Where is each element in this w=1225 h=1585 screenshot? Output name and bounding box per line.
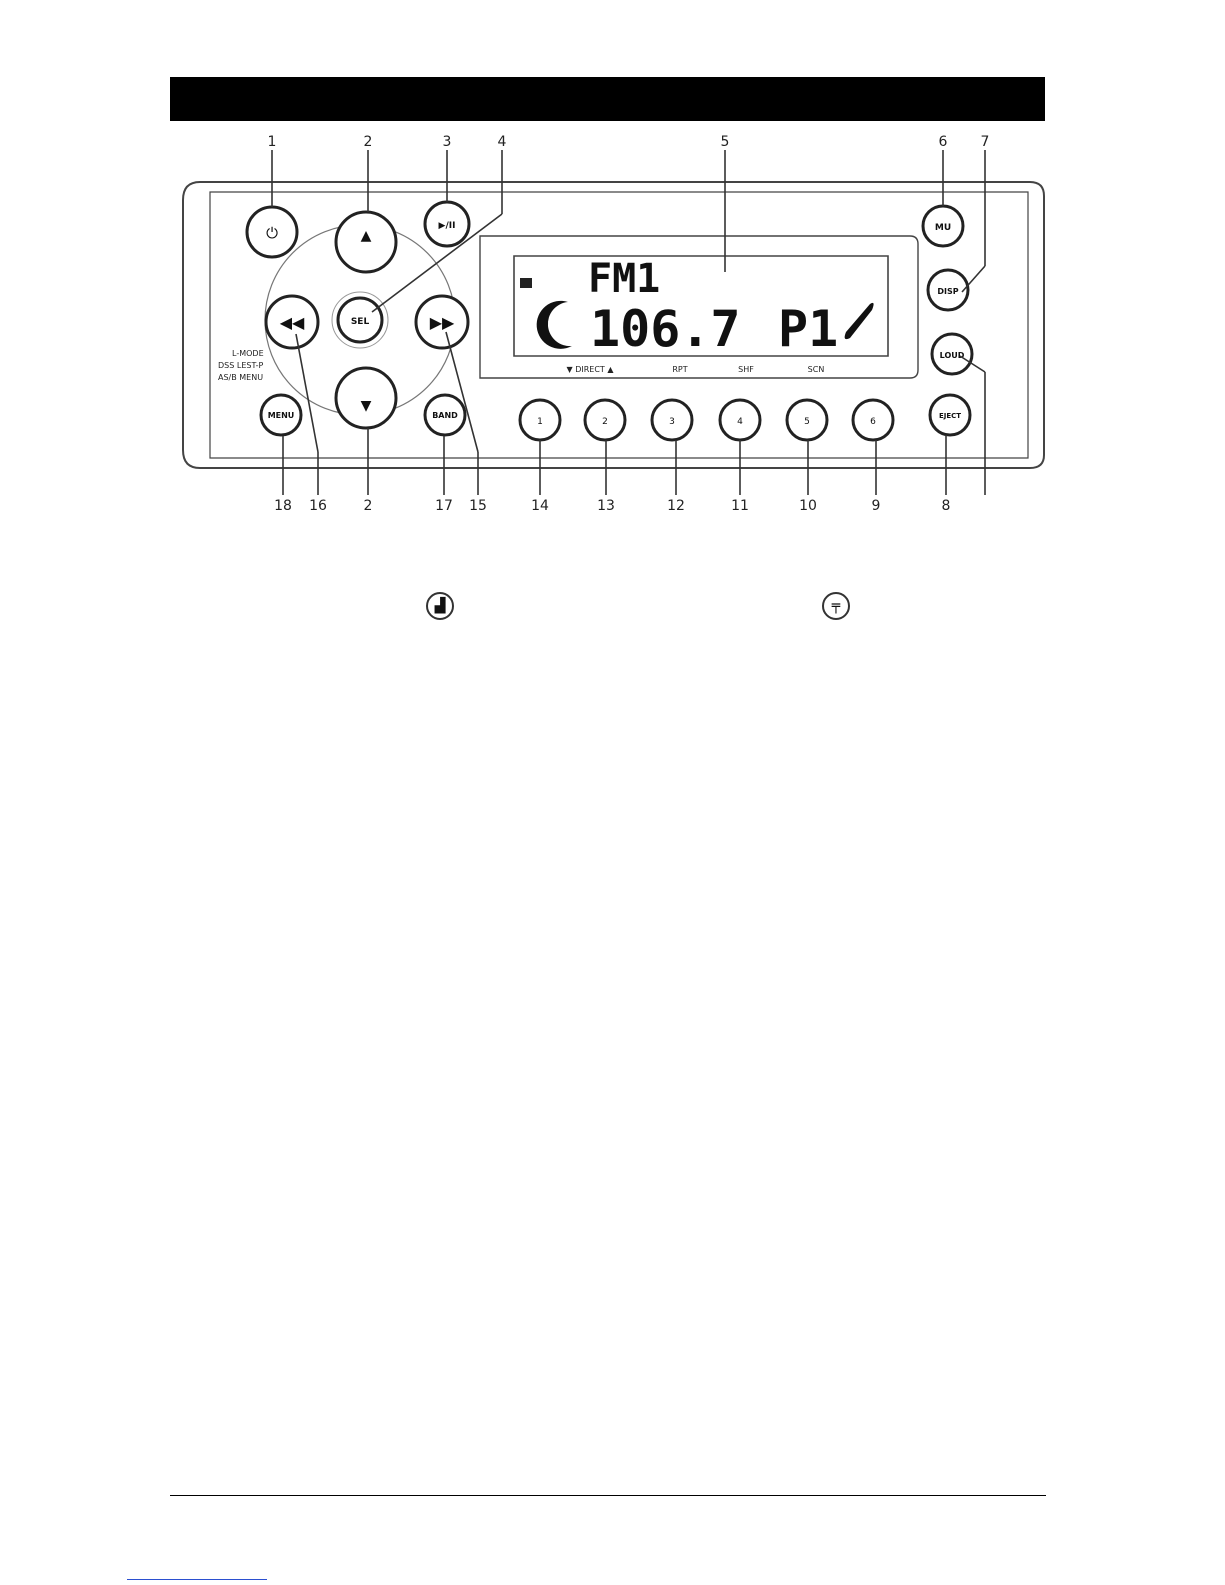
lcd-indicator-icon (520, 278, 532, 288)
disc-indicator-icon (845, 303, 874, 339)
callout-13: 13 (597, 498, 615, 514)
callout-17: 17 (435, 498, 453, 514)
label-asb-menu: AS/B MENU (218, 373, 263, 382)
preset-4-label: 4 (737, 417, 743, 427)
callout-18: 18 (274, 498, 292, 514)
eject-button-label: EJECT (939, 412, 961, 420)
preset-2-label: 2 (602, 417, 608, 427)
callout-10: 10 (799, 498, 817, 514)
callout-12: 12 (667, 498, 685, 514)
callout-2-bottom: 2 (364, 498, 373, 514)
callout-14: 14 (531, 498, 549, 514)
callout-8: 8 (942, 498, 951, 514)
callout-6: 6 (939, 134, 948, 150)
label-l-mode: L-MODE (232, 349, 264, 358)
fast-forward-icon: ▶▶ (430, 313, 455, 332)
disp-button-label: DISP (937, 287, 958, 296)
label-rpt: RPT (672, 365, 687, 374)
mute-button-label: MU (935, 223, 951, 233)
label-dss: DSS LEST-P (218, 361, 263, 370)
lcd-frequency: 106.7 (590, 300, 741, 358)
loud-button-label: LOUD (940, 351, 965, 360)
tuner-icon: ▟ (426, 592, 454, 620)
play-pause-icon: ▶/II (439, 221, 456, 231)
antenna-icon: ╤ (822, 592, 850, 620)
callout-3: 3 (443, 134, 452, 150)
down-arrow-icon: ▼ (361, 398, 372, 414)
menu-button-label: MENU (268, 411, 295, 420)
label-scn: SCN (808, 365, 825, 374)
power-icon: ⏻ (266, 224, 278, 242)
preset-3-label: 3 (669, 417, 675, 427)
footer-rule (170, 1495, 1046, 1496)
preset-1-label: 1 (537, 417, 543, 427)
callout-7: 7 (981, 134, 990, 150)
preset-6-label: 6 (870, 417, 876, 427)
label-direct: ▼ DIRECT ▲ (567, 365, 615, 374)
callout-2-top: 2 (364, 134, 373, 150)
moon-logo-icon (537, 301, 572, 349)
band-button-label: BAND (432, 411, 458, 420)
callout-4: 4 (498, 134, 507, 150)
lcd-band: FM1 (588, 256, 660, 302)
callout-1: 1 (268, 134, 277, 150)
callout-16: 16 (309, 498, 327, 514)
lcd-preset: P1 (778, 300, 838, 358)
preset-5-label: 5 (804, 417, 810, 427)
up-arrow-icon: ▲ (361, 228, 372, 244)
callout-9: 9 (872, 498, 881, 514)
callout-5: 5 (721, 134, 730, 150)
center-select-label: SEL (351, 317, 370, 327)
footer-link-underline[interactable] (127, 1579, 267, 1580)
callout-11: 11 (731, 498, 749, 514)
rewind-icon: ◀◀ (280, 313, 305, 332)
callout-15: 15 (469, 498, 487, 514)
label-shf: SHF (738, 365, 754, 374)
